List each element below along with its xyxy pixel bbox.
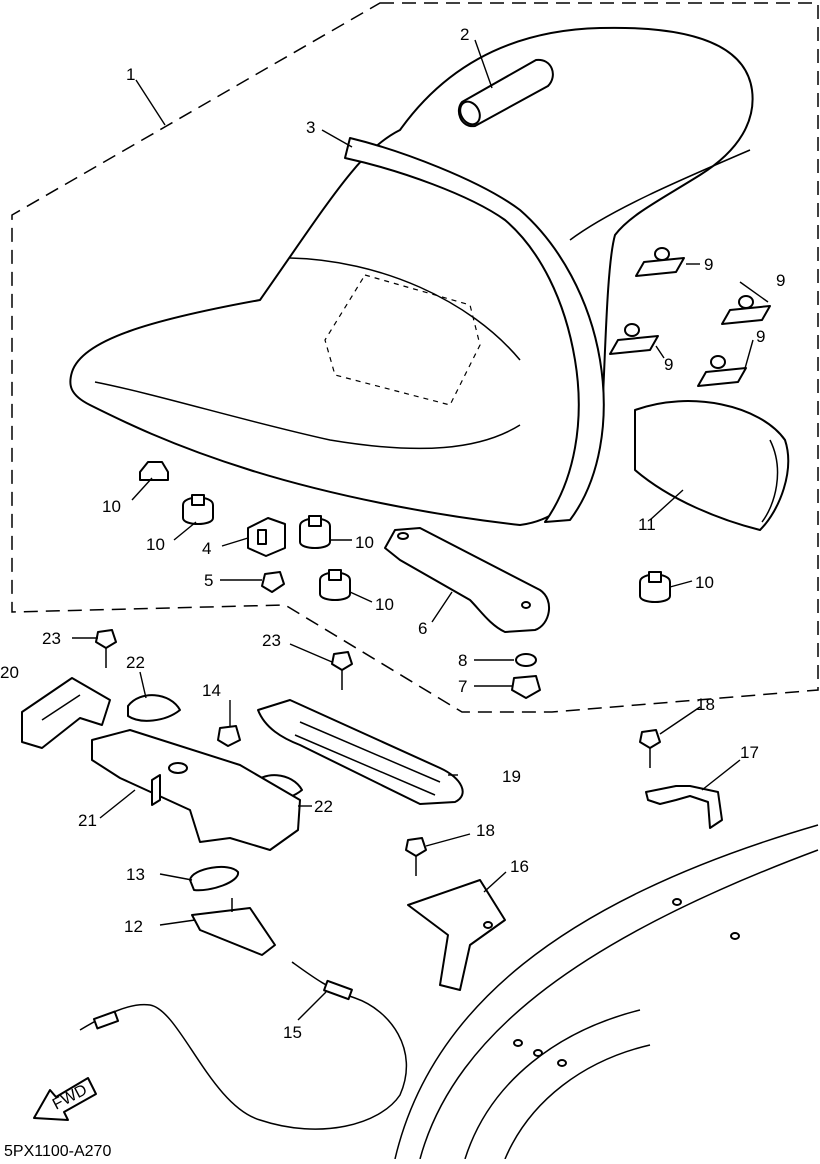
cushion-roll (457, 58, 554, 128)
callout-10b: 10 (146, 535, 165, 554)
callout-9a: 9 (704, 255, 713, 274)
callout-18a: 18 (696, 695, 715, 714)
callout-10d: 10 (375, 595, 394, 614)
base-plate (91, 729, 301, 851)
seat (69, 26, 754, 526)
washer-and-nut (511, 653, 541, 699)
callout-9c: 9 (664, 355, 673, 374)
callout-9d: 9 (756, 327, 765, 346)
callout-2: 2 (460, 25, 469, 44)
lock-assembly (79, 865, 408, 1130)
callout-18b: 18 (476, 821, 495, 840)
callout-17: 17 (740, 743, 759, 762)
callout-9b: 9 (776, 271, 785, 290)
seat-cover (634, 400, 790, 531)
callout-19: 19 (502, 767, 521, 786)
callout-15: 15 (283, 1023, 302, 1042)
callout-22a: 22 (126, 653, 145, 672)
seat-bracket (384, 527, 550, 633)
callout-13: 13 (126, 865, 145, 884)
bracket-and-nut (247, 517, 286, 593)
grab-rail (257, 699, 464, 805)
callout-10c: 10 (355, 533, 374, 552)
callout-11: 11 (638, 515, 656, 534)
callout-21: 21 (78, 811, 97, 830)
callout-4: 4 (202, 539, 211, 558)
leader-lines (72, 39, 769, 1021)
handle-17 (645, 785, 723, 829)
callout-12: 12 (124, 917, 143, 936)
rear-fender (394, 824, 819, 1160)
nut-14 (217, 725, 241, 747)
callout-6: 6 (418, 619, 427, 638)
callout-5: 5 (204, 571, 213, 590)
callout-14: 14 (202, 681, 221, 700)
bolts (95, 629, 661, 876)
callout-20: 20 (0, 663, 19, 682)
diagram-code: 5PX1100-A270 (4, 1143, 111, 1159)
callout-7: 7 (458, 677, 467, 696)
clips (609, 247, 771, 387)
callout-23a: 23 (42, 629, 61, 648)
dampers (139, 461, 671, 603)
callout-8: 8 (458, 651, 467, 670)
forward-arrow-icon: FWD (33, 1077, 97, 1121)
callout-1: 1 (126, 65, 135, 84)
callout-16: 16 (510, 857, 529, 876)
hinge (21, 677, 111, 749)
bracket-16 (407, 879, 506, 991)
callout-22b: 22 (314, 797, 333, 816)
callout-23b: 23 (262, 631, 281, 650)
callout-10a: 10 (102, 497, 121, 516)
callout-10e: 10 (695, 573, 714, 592)
callout-3: 3 (306, 118, 315, 137)
seat-assembly-boundary (11, 2, 819, 713)
